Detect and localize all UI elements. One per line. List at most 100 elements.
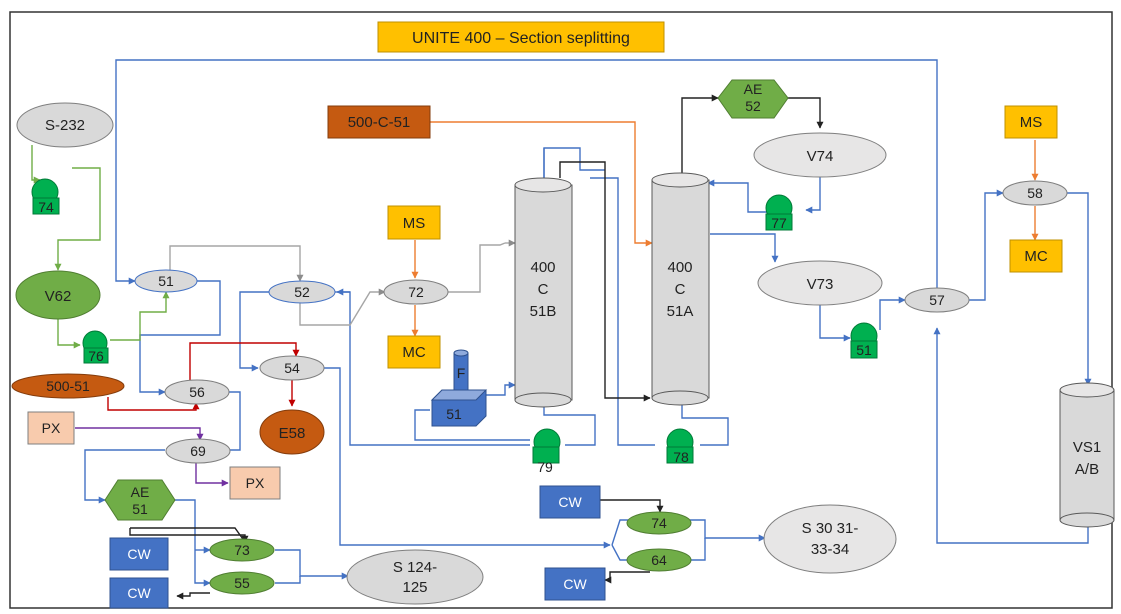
s-124-125-node: S 124- 125 (346, 549, 484, 605)
svg-text:51: 51 (132, 501, 148, 517)
svg-text:69: 69 (190, 443, 206, 459)
cw-box-4: CW (544, 567, 606, 601)
svg-text:CW: CW (127, 585, 151, 601)
node-55: 55 (209, 571, 275, 595)
red-lines (107, 342, 300, 411)
title-text: UNITE 400 – Section seplitting (412, 30, 630, 47)
svg-text:64: 64 (651, 552, 667, 568)
vessel-vs1-ab: VS1 A/B (1059, 382, 1115, 528)
px-box-out: PX (229, 466, 281, 500)
v74-drum: V74 (753, 132, 887, 178)
svg-text:S-232: S-232 (45, 117, 85, 134)
svg-text:51: 51 (158, 273, 174, 289)
node-73: 73 (209, 538, 275, 562)
svg-text:MC: MC (1024, 248, 1047, 265)
column-400-c-51a: 400 C 51A (651, 172, 710, 406)
svg-text:500-C-51: 500-C-51 (348, 114, 411, 131)
svg-text:CW: CW (558, 494, 582, 510)
svg-text:AE: AE (131, 484, 150, 500)
v73-drum: V73 (757, 260, 883, 306)
column-400-c-51b: 400 C 51B (514, 177, 573, 408)
svg-text:51A: 51A (667, 303, 694, 320)
svg-text:78: 78 (673, 449, 689, 465)
pump-51-right: 51 (850, 322, 878, 359)
svg-text:VS1: VS1 (1073, 439, 1101, 456)
svg-text:C: C (675, 281, 686, 298)
svg-text:PX: PX (42, 420, 61, 436)
svg-text:57: 57 (929, 292, 945, 308)
ms-box-mid: MS (387, 205, 441, 240)
pump-78: 78 (666, 428, 694, 465)
node-52: 52 (268, 280, 336, 304)
svg-text:52: 52 (745, 98, 761, 114)
cw-box-1: CW (109, 537, 169, 571)
orange-lines (411, 121, 1039, 337)
svg-text:125: 125 (402, 579, 427, 596)
svg-text:V74: V74 (807, 148, 834, 165)
svg-text:AE: AE (744, 81, 763, 97)
title-box: UNITE 400 – Section seplitting (377, 21, 665, 53)
node-500-51: 500-51 (11, 373, 125, 399)
frame-border (9, 11, 1113, 609)
svg-text:MC: MC (402, 344, 425, 361)
node-64-exchanger: 64 (626, 548, 692, 572)
svg-text:MS: MS (1020, 114, 1043, 131)
pump-77: 77 (765, 194, 793, 231)
node-57: 57 (904, 287, 970, 313)
svg-text:54: 54 (284, 360, 300, 376)
node-58: 58 (1002, 180, 1068, 206)
svg-text:PX: PX (246, 475, 265, 491)
pump-79: 79 (532, 428, 561, 475)
svg-text:52: 52 (294, 284, 310, 300)
svg-text:400: 400 (667, 259, 692, 276)
s-30-31-33-34-node: S 30 31- 33-34 (763, 504, 897, 574)
svg-text:74: 74 (651, 515, 667, 531)
cw-box-2: CW (109, 577, 169, 609)
svg-text:MS: MS (403, 215, 426, 232)
black-lines (129, 94, 824, 600)
purple-lines (75, 427, 229, 487)
svg-text:A/B: A/B (1075, 461, 1099, 478)
node-56: 56 (164, 379, 230, 405)
node-51-left: 51 (134, 269, 198, 293)
svg-text:51: 51 (446, 406, 462, 422)
pump-74-left: 74 (31, 178, 60, 215)
svg-text:51: 51 (856, 342, 872, 358)
svg-text:51B: 51B (530, 303, 557, 320)
svg-text:500-51: 500-51 (46, 378, 90, 394)
svg-text:56: 56 (189, 384, 205, 400)
px-box-in: PX (27, 411, 75, 445)
gray-lines (169, 239, 516, 326)
svg-text:E58: E58 (279, 425, 306, 442)
mc-box-mid: MC (387, 335, 441, 369)
svg-text:V73: V73 (807, 276, 834, 293)
pump-76: 76 (82, 330, 109, 364)
svg-text:72: 72 (408, 284, 424, 300)
svg-text:V62: V62 (45, 288, 72, 305)
svg-text:33-34: 33-34 (811, 541, 849, 558)
svg-text:76: 76 (88, 348, 104, 364)
svg-text:55: 55 (234, 575, 250, 591)
ms-box-right: MS (1004, 105, 1058, 139)
svg-text:58: 58 (1027, 185, 1043, 201)
mc-box-right: MC (1009, 239, 1063, 273)
box-500-c-51: 500-C-51 (327, 105, 431, 139)
e58-node: E58 (259, 409, 325, 455)
svg-text:400: 400 (530, 259, 555, 276)
cw-box-3: CW (539, 485, 601, 519)
svg-text:C: C (538, 281, 549, 298)
node-74-exchanger: 74 (626, 511, 692, 535)
v62-drum: V62 (15, 270, 101, 320)
svg-text:S 124-: S 124- (393, 559, 437, 576)
furnace-f51: F 51 (430, 349, 488, 427)
node-69: 69 (165, 438, 231, 464)
svg-text:74: 74 (38, 199, 54, 215)
ae-52-exchanger: AE 52 (717, 79, 789, 119)
svg-text:F: F (457, 365, 466, 381)
svg-text:73: 73 (234, 542, 250, 558)
svg-text:79: 79 (537, 459, 553, 475)
node-72: 72 (383, 279, 449, 305)
svg-text:S 30 31-: S 30 31- (802, 520, 859, 537)
